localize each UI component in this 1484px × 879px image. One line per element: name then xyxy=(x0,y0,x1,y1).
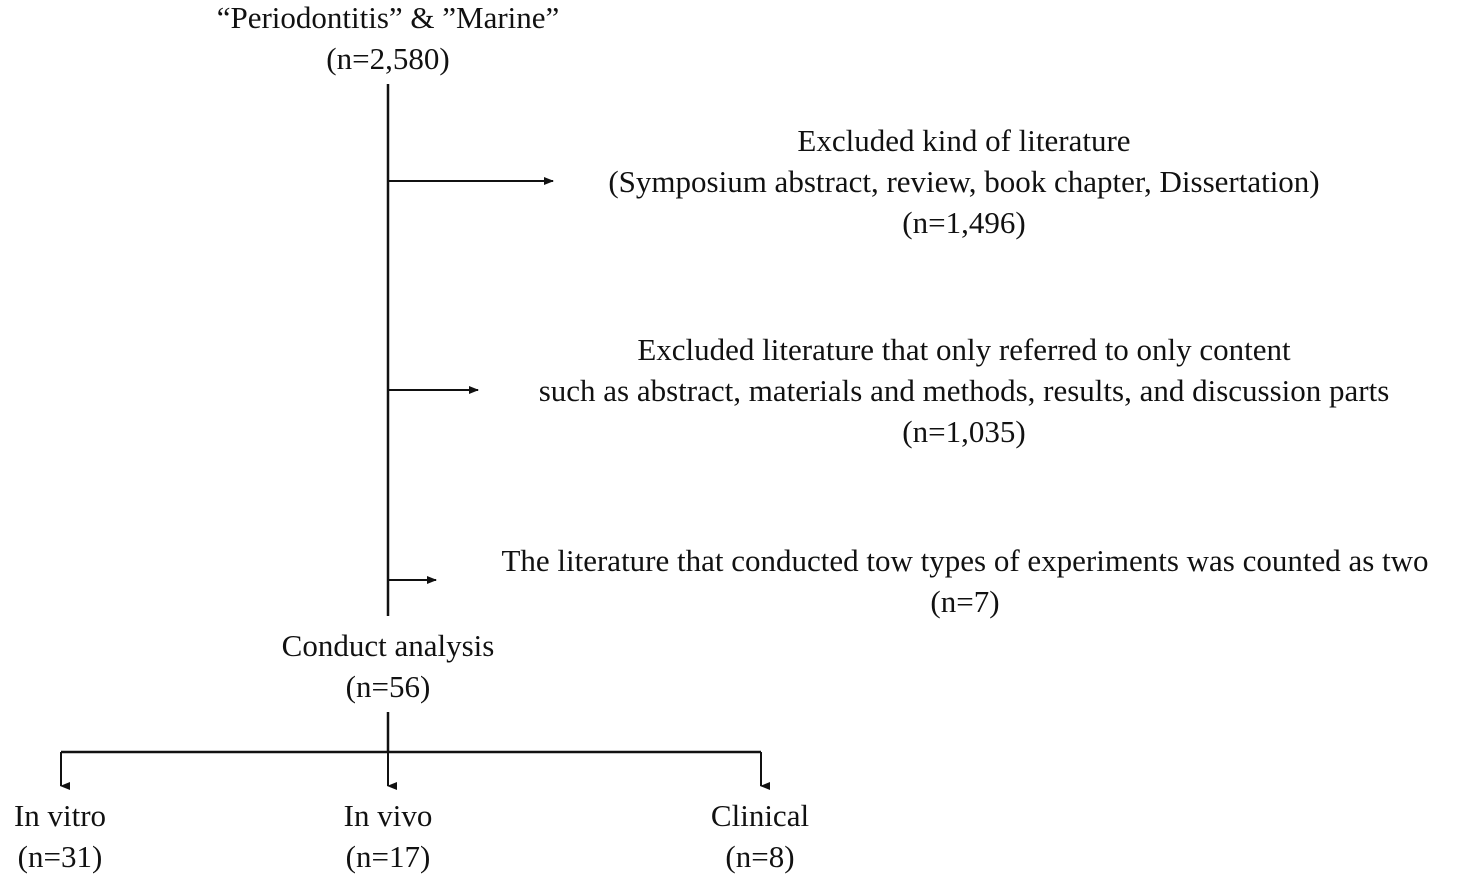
start-node: “Periodontitis” & ”Marine” (n=2,580) xyxy=(188,0,588,79)
start-query-text: “Periodontitis” & ”Marine” xyxy=(216,0,560,35)
analysis-node: Conduct analysis (n=56) xyxy=(228,625,548,707)
exclusion-1-line-2: (Symposium abstract, review, book chapte… xyxy=(608,164,1320,199)
outcome-in-vitro: In vitro (n=31) xyxy=(0,795,120,877)
outcome-clinical-label: Clinical xyxy=(710,798,810,833)
start-count-text: (n=2,580) xyxy=(326,41,450,76)
outcome-in-vivo-label: In vivo xyxy=(343,798,433,833)
outcome-in-vivo: In vivo (n=17) xyxy=(318,795,458,877)
analysis-count: (n=56) xyxy=(345,669,431,704)
exclusion-1-line-1: Excluded kind of literature xyxy=(797,123,1131,158)
exclusion-1-count: (n=1,496) xyxy=(902,205,1026,240)
exclusion-box-1: Excluded kind of literature (Symposium a… xyxy=(564,120,1364,243)
exclusion-2-line-1: Excluded literature that only referred t… xyxy=(637,332,1291,367)
exclusion-2-line-2: such as abstract, materials and methods,… xyxy=(538,373,1390,408)
exclusion-box-3: The literature that conducted tow types … xyxy=(440,540,1484,622)
outcome-clinical-count: (n=8) xyxy=(725,839,795,874)
analysis-label: Conduct analysis xyxy=(281,628,495,663)
exclusion-3-line-1: The literature that conducted tow types … xyxy=(501,543,1429,578)
exclusion-2-count: (n=1,035) xyxy=(902,414,1026,449)
exclusion-3-count: (n=7) xyxy=(930,584,1000,619)
outcome-in-vitro-label: In vitro xyxy=(13,798,107,833)
outcome-in-vivo-count: (n=17) xyxy=(345,839,431,874)
outcome-clinical: Clinical (n=8) xyxy=(688,795,832,877)
exclusion-box-2: Excluded literature that only referred t… xyxy=(484,329,1444,452)
outcome-in-vitro-count: (n=31) xyxy=(17,839,103,874)
